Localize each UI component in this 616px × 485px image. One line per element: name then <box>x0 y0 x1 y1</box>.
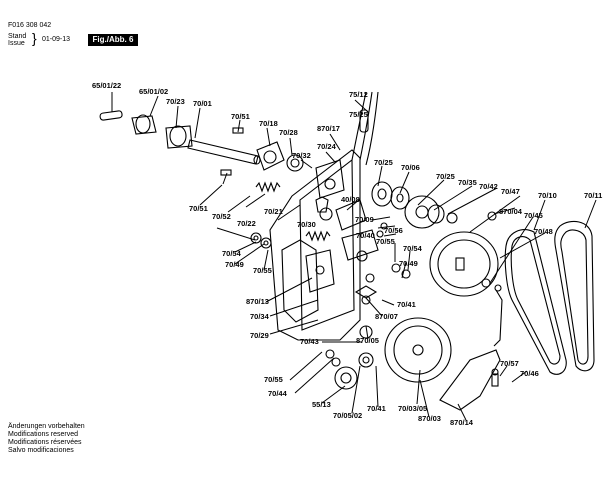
issue-date: 01-09-13 <box>42 36 71 43</box>
callout-label: 70/01 <box>193 99 212 108</box>
callout-label: 70/22 <box>237 219 256 228</box>
callout-label: 70/54 <box>222 249 242 258</box>
callout-label: 70/46 <box>520 369 539 378</box>
callout-label: 70/34 <box>250 312 270 321</box>
callout-label: 70/54 <box>403 244 423 253</box>
callout-label: 70/23 <box>166 97 185 106</box>
callout-label: 70/28 <box>279 128 298 137</box>
footer-notes: Änderungen vorbehalten Modifications res… <box>8 423 85 455</box>
callout-label: 70/49 <box>399 259 418 268</box>
callout-label: 70/43 <box>300 337 319 346</box>
callout-label: 70/21 <box>264 207 283 216</box>
callout-label: 70/55 <box>264 375 283 384</box>
callout-label: 870/13 <box>246 297 269 306</box>
figure-label: Fig./Abb. 6 <box>88 34 138 46</box>
callout-label: 70/29 <box>250 331 269 340</box>
callout-label: 70/45 <box>524 211 543 220</box>
doc-number: F016 308 042 <box>8 22 52 29</box>
callout-label: 70/24 <box>317 142 337 151</box>
callout-label: 870/05 <box>356 336 379 345</box>
callout-label: 65/01/02 <box>139 87 168 96</box>
callout-label: 70/05/02 <box>333 411 362 420</box>
callout-label: 70/10 <box>538 191 557 200</box>
issue-label: Issue <box>8 40 25 47</box>
callout-label: 70/11 <box>584 191 602 200</box>
callout-label: 70/49 <box>225 260 244 269</box>
footer-note: Modifications reserved <box>8 431 79 438</box>
callout-label: 70/52 <box>212 212 231 221</box>
callout-label: 70/30 <box>297 220 316 229</box>
brace-icon: } <box>32 30 37 46</box>
callout-labels: 65/01/22 65/01/02 70/23 70/01 75/12 75/2… <box>92 81 602 427</box>
callout-label: 70/25 <box>436 172 455 181</box>
callout-label: 870/07 <box>375 312 398 321</box>
callout-label: 70/47 <box>501 187 520 196</box>
callout-label: 70/41 <box>397 300 416 309</box>
callout-label: 70/48 <box>534 227 553 236</box>
footer-note: Änderungen vorbehalten <box>8 423 85 430</box>
callout-label: 70/44 <box>268 389 288 398</box>
callout-label: 870/17 <box>317 124 340 133</box>
callout-label: 70/40 <box>356 231 375 240</box>
callout-label: 870/14 <box>450 418 474 427</box>
footer-note: Salvo modificaciones <box>8 447 74 454</box>
callout-label: 70/42 <box>479 182 498 191</box>
callout-label: 70/06 <box>401 163 420 172</box>
callout-label: 75/25 <box>349 110 368 119</box>
callout-label: 70/25 <box>374 158 393 167</box>
callout-label: 870/03 <box>418 414 441 423</box>
callout-label: 70/55 <box>376 237 395 246</box>
callout-label: 70/56 <box>384 226 403 235</box>
callout-label: 70/18 <box>259 119 278 128</box>
callout-label: 75/12 <box>349 90 368 99</box>
callout-label: 70/35 <box>458 178 477 187</box>
footer-note: Modifications réservées <box>8 439 82 446</box>
callout-label: 55/13 <box>312 400 331 409</box>
callout-label: 65/01/22 <box>92 81 121 90</box>
callout-label: 70/57 <box>500 359 519 368</box>
stand-label: Stand <box>8 33 27 40</box>
callout-label: 40/08 <box>341 195 360 204</box>
callout-label: 870/04 <box>499 207 523 216</box>
callout-label: 70/32 <box>292 151 311 160</box>
callout-label: 70/09 <box>355 215 374 224</box>
callout-label: 70/41 <box>367 404 386 413</box>
callout-label: 70/51 <box>189 204 208 213</box>
callout-label: 70/55 <box>253 266 272 275</box>
callout-label: 70/03/05 <box>398 404 427 413</box>
callout-label: 70/51 <box>231 112 250 121</box>
